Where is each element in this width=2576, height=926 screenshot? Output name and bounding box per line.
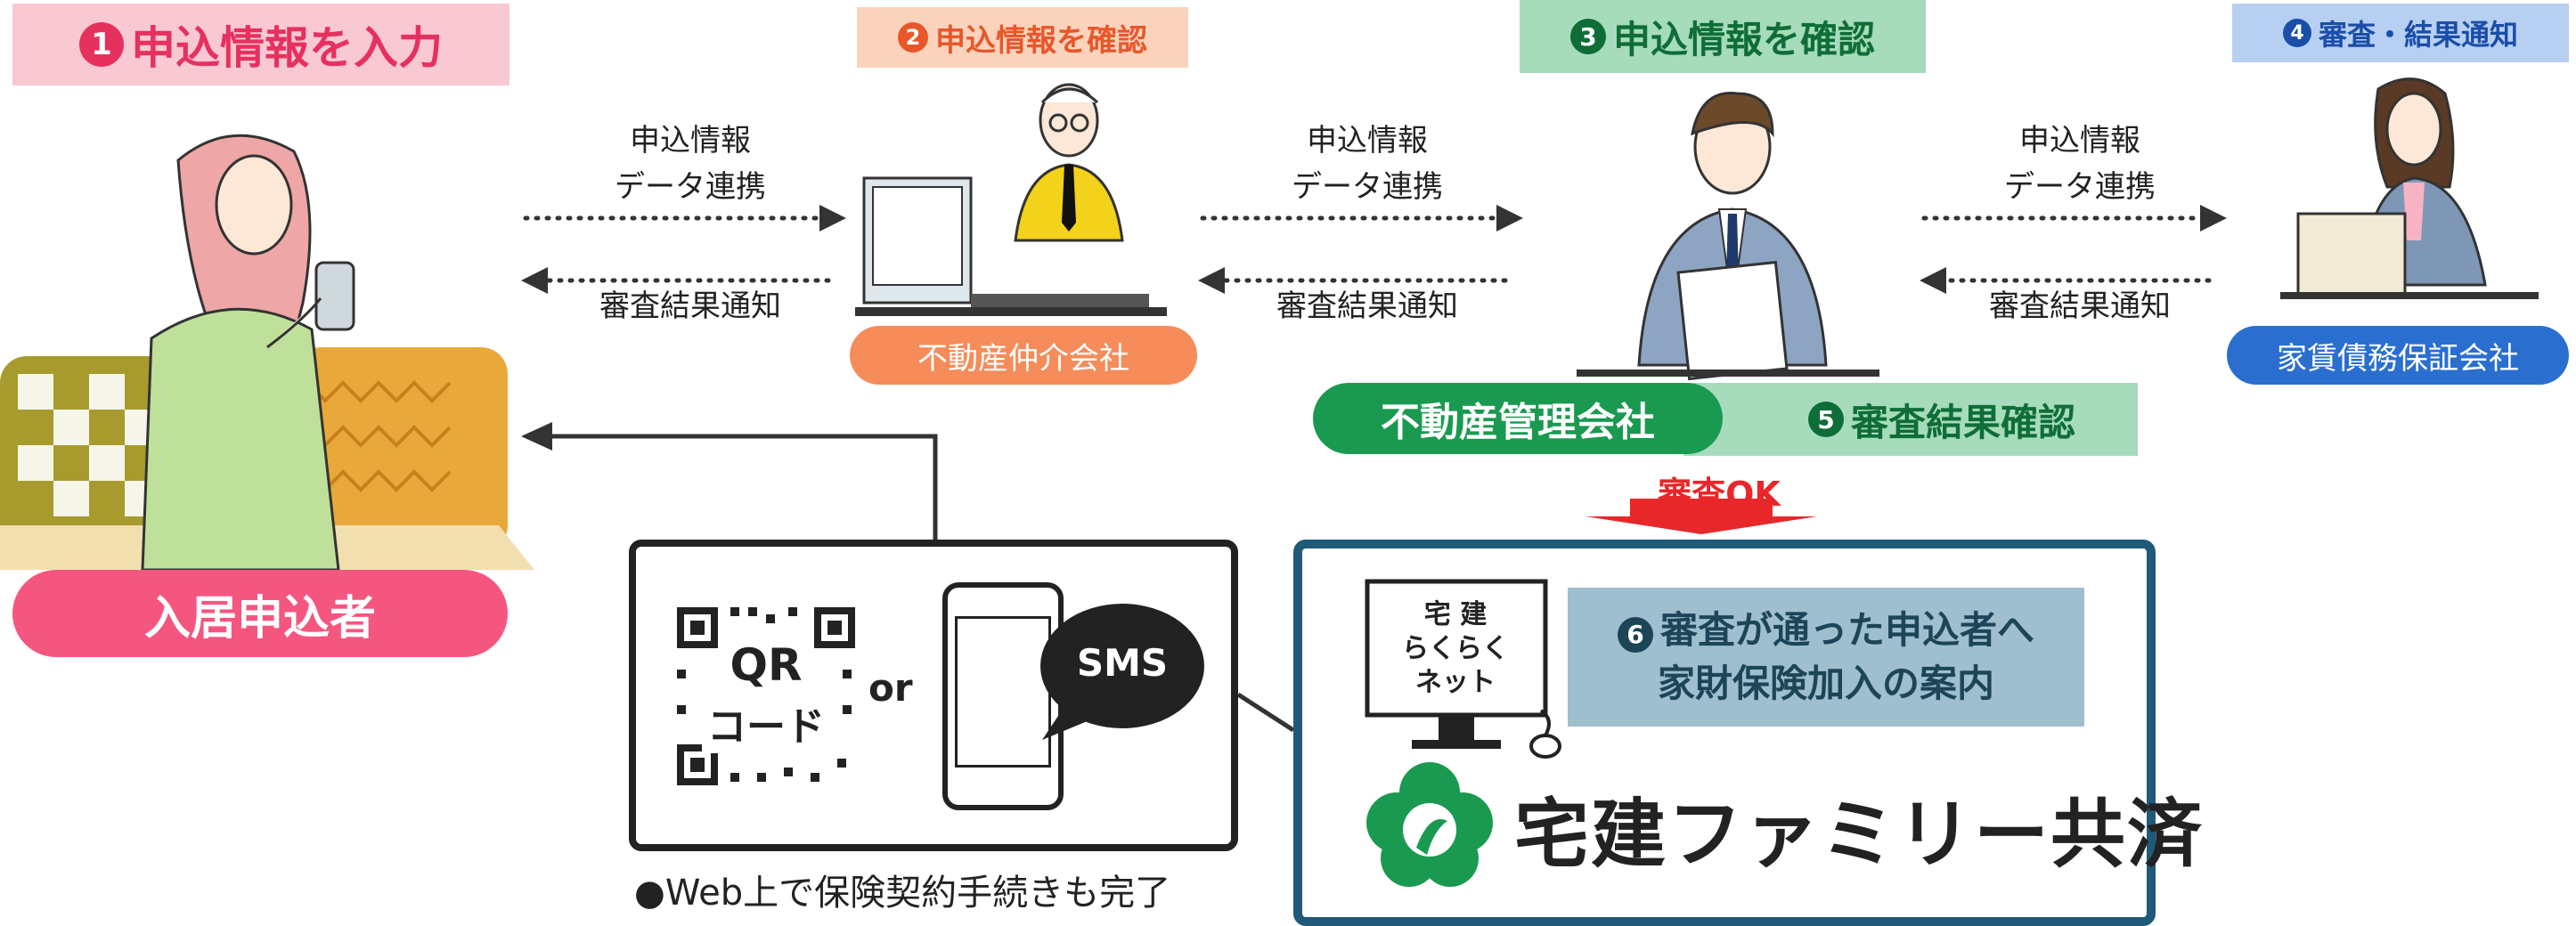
step-6-number: 6 bbox=[1617, 617, 1653, 653]
qr-label: QR コード bbox=[686, 639, 846, 761]
flow-label-2: 審査結果通知 bbox=[599, 288, 781, 324]
flow-label-1-line2: データ連携 bbox=[615, 169, 766, 205]
step-4-number: 4 bbox=[2282, 19, 2311, 47]
flow-label-3: 申込情報 データ連携 bbox=[1260, 118, 1474, 210]
applicant-label: 入居申込者 bbox=[12, 570, 508, 657]
step-5-number: 5 bbox=[1807, 402, 1844, 437]
step-1-number: 1 bbox=[79, 22, 124, 67]
brand-logo-icon bbox=[1366, 762, 1493, 887]
qr-label-line1: QR bbox=[724, 639, 808, 691]
flow-label-6: 審査結果通知 bbox=[1989, 288, 2171, 324]
broker-label: 不動産仲介会社 bbox=[850, 326, 1197, 385]
step-2-label: 2 申込情報を確認 bbox=[857, 7, 1188, 68]
step-5-label: 5 審査結果確認 bbox=[1683, 383, 2138, 456]
flow-label-1-line1: 申込情報 bbox=[630, 123, 751, 158]
step-6-text-1: 審査が通った申込者へ bbox=[1659, 608, 2034, 652]
monitor-line-3: ネット bbox=[1415, 667, 1496, 698]
step-6-line-2: 家財保険加入の案内 bbox=[1657, 662, 1994, 705]
step-5-text: 審査結果確認 bbox=[1850, 400, 2075, 444]
step-3-label: 3 申込情報を確認 bbox=[1520, 0, 1926, 73]
guarantor-label: 家賃債務保証会社 bbox=[2227, 326, 2569, 385]
step-2-text: 申込情報を確認 bbox=[935, 22, 1147, 59]
approval-text: 審査OK bbox=[1658, 475, 1781, 514]
sms-bubble-icon bbox=[1040, 604, 1204, 740]
manager-illustration bbox=[1577, 92, 1879, 381]
brand-name: 宅建ファミリー共済 bbox=[1514, 791, 2205, 878]
monitor-line-1: 宅 建 bbox=[1423, 599, 1488, 630]
step-4-text: 審査・結果通知 bbox=[2318, 18, 2518, 52]
connector-line bbox=[1236, 692, 1295, 733]
monitor-icon bbox=[1365, 579, 1561, 759]
monitor-line-2: らくらく bbox=[1402, 633, 1509, 664]
arrow-contact-to-applicant bbox=[552, 434, 938, 540]
step-1-label: 1 申込情報を入力 bbox=[12, 4, 509, 85]
qr-label-line2: コード bbox=[702, 702, 830, 753]
step-1-text: 申込情報を入力 bbox=[131, 22, 443, 74]
flow-label-5-line1: 申込情報 bbox=[2019, 123, 2140, 158]
manager-label: 不動産管理会社 bbox=[1313, 383, 1723, 454]
step-2-number: 2 bbox=[898, 22, 928, 53]
monitor-text: 宅 建 らくらく ネット bbox=[1375, 598, 1536, 700]
sms-text: SMS bbox=[1076, 641, 1169, 685]
applicant-illustration bbox=[0, 134, 534, 572]
flow-label-3-line2: データ連携 bbox=[1292, 169, 1443, 205]
approval-arrow bbox=[1586, 499, 1817, 534]
broker-illustration bbox=[855, 83, 1167, 316]
step-3-number: 3 bbox=[1569, 19, 1606, 54]
flow-label-1: 申込情報 データ連携 bbox=[583, 118, 797, 210]
flow-label-5: 申込情報 データ連携 bbox=[1973, 118, 2187, 210]
flow-label-3-line1: 申込情報 bbox=[1307, 123, 1428, 158]
web-note: ●Web上で保険契約手続きも完了 bbox=[634, 873, 1171, 914]
flow-label-4: 審査結果通知 bbox=[1276, 288, 1458, 324]
step-4-label: 4 審査・結果通知 bbox=[2232, 4, 2569, 62]
guarantor-illustration bbox=[2280, 77, 2539, 299]
flow-label-5-line2: データ連携 bbox=[2004, 169, 2156, 205]
or-text: or bbox=[868, 666, 913, 710]
step-3-text: 申込情報を確認 bbox=[1612, 17, 1875, 61]
